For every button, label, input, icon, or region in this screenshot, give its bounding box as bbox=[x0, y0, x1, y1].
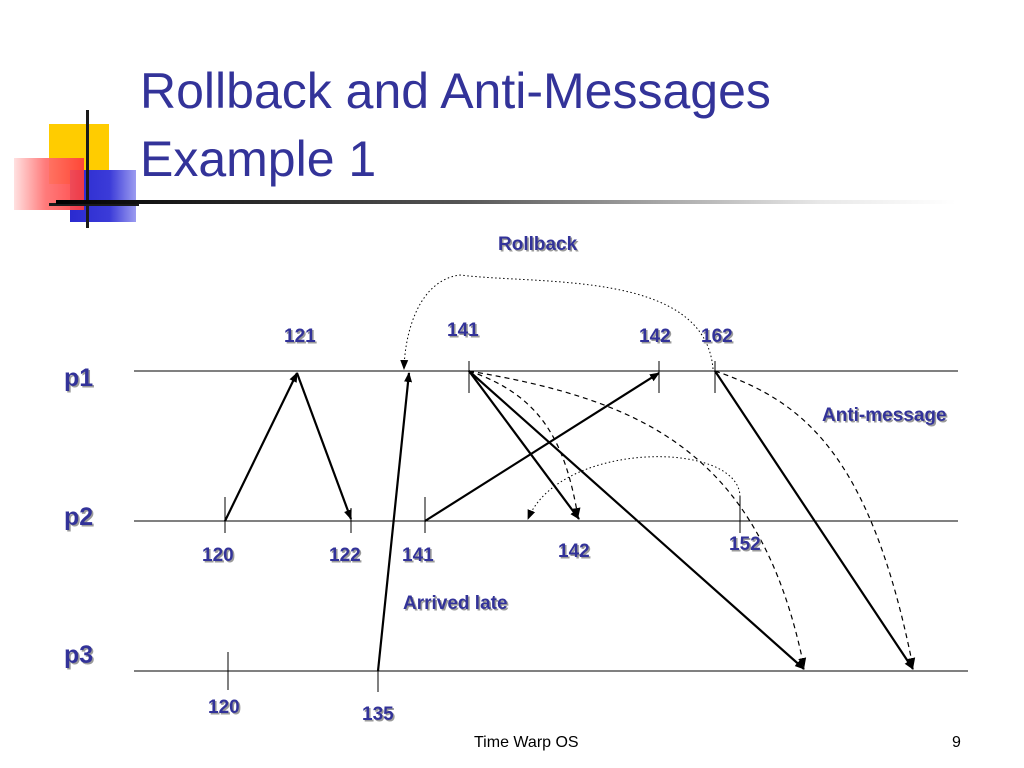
deco-vertical-line bbox=[86, 110, 89, 228]
process-label-p3: p3 bbox=[64, 641, 93, 669]
event-label-p2-142: 142 bbox=[558, 541, 590, 562]
event-label-p1-162: 162 bbox=[701, 326, 733, 347]
rollback-arc-p1 bbox=[400, 274, 714, 370]
annotation-arrived-late: Arrived late bbox=[403, 593, 508, 614]
message-p2-141-to-p1-142 bbox=[424, 372, 660, 522]
event-label-p3-135: 135 bbox=[362, 704, 394, 725]
annotation-anti-message: Anti-message bbox=[822, 405, 947, 426]
message-p1-121-to-p2-122 bbox=[295, 372, 353, 520]
message-p2-120-to-p1-121 bbox=[224, 372, 298, 522]
message-p1-162-to-p3 bbox=[714, 370, 914, 670]
anti-message-p1-to-p2-142 bbox=[468, 370, 581, 518]
process-label-p2: p2 bbox=[64, 503, 93, 531]
deco-horizontal-line bbox=[49, 203, 139, 206]
event-label-p2-122: 122 bbox=[329, 545, 361, 566]
event-label-p1-121: 121 bbox=[284, 326, 316, 347]
message-p1-141-to-p3 bbox=[468, 370, 805, 670]
event-label-p2-141: 141 bbox=[402, 545, 434, 566]
slide-title-line-1: Rollback and Anti-Messages bbox=[140, 63, 771, 119]
footer-title: Time Warp OS bbox=[474, 734, 579, 751]
title-underline bbox=[56, 200, 956, 204]
event-label-p3-120: 120 bbox=[208, 697, 240, 718]
message-p3-135-to-p1-straggler bbox=[376, 372, 413, 672]
message-p1-141-to-p2-142 bbox=[468, 370, 580, 520]
event-label-p1-141: 141 bbox=[447, 320, 479, 341]
event-label-p1-142: 142 bbox=[639, 326, 671, 347]
slide-title-line-2: Example 1 bbox=[140, 131, 377, 187]
footer-page-number: 9 bbox=[952, 734, 961, 751]
rollback-arc-p2 bbox=[527, 456, 741, 520]
annotation-rollback: Rollback bbox=[498, 234, 578, 255]
event-label-p2-152: 152 bbox=[729, 534, 761, 555]
event-label-p2-120: 120 bbox=[202, 545, 234, 566]
process-label-p1: p1 bbox=[64, 364, 93, 392]
